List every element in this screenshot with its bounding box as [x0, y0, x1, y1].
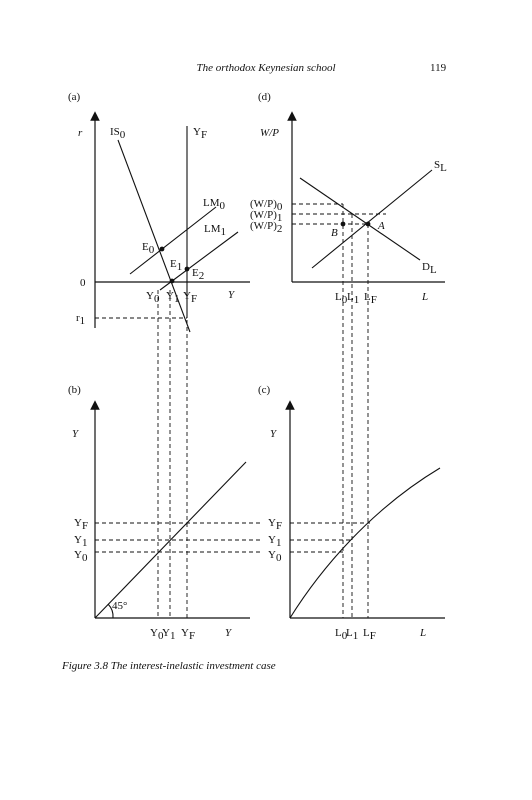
- panel-b-x-tick-y0: Y0: [150, 627, 164, 642]
- panel-b-y-tick-y1: Y1: [74, 534, 87, 549]
- panel-a-yf-label: YF: [193, 126, 207, 141]
- running-header-title: The orthodox Keynesian school: [196, 62, 336, 74]
- panel-c-x-axis-label: L: [419, 627, 426, 639]
- panel-a-point-e2: [184, 266, 190, 272]
- panel-a-x-tick-y1: Y1: [166, 290, 179, 305]
- panel-d-y-tick-wp0: (W/P)0: [250, 198, 283, 213]
- panel-a-lm0-label: LM0: [203, 197, 226, 212]
- panel-a-zero-label: 0: [80, 277, 86, 289]
- panel-d-a-label: A: [377, 220, 385, 232]
- panel-d-y-tick-wp1: (W/P)1: [250, 209, 282, 224]
- panel-d-y-tick-wp2: (W/P)2: [250, 220, 282, 235]
- panel-a-r1-label: r1: [76, 312, 85, 327]
- panel-b-angle-label: 45°: [112, 600, 127, 612]
- panel-d-x-tick-lf: LF: [364, 291, 377, 306]
- panel-d-label: (d): [258, 91, 271, 103]
- panel-a-x-tick-yf: YF: [183, 290, 197, 305]
- panel-d-supply-curve: [311, 169, 433, 269]
- panel-a-is0-label: IS0: [110, 126, 126, 141]
- panel-a-x-tick-y0: Y0: [146, 290, 160, 305]
- panel-a-lm0-curve: [129, 206, 217, 275]
- panel-c-label: (c): [258, 384, 271, 396]
- panel-c-y-tick-yf: YF: [268, 517, 282, 532]
- panel-b-y-axis-label: Y: [72, 428, 80, 440]
- panel-b-x-tick-yf: YF: [181, 627, 195, 642]
- panel-b-angle-arc: [107, 603, 114, 619]
- panel-c-y-tick-y1: Y1: [268, 534, 281, 549]
- figure-caption: Figure 3.8 The interest-inelastic invest…: [62, 660, 276, 672]
- panel-b: (b) Y Y 45° YF Y1 Y0 Y0 Y1 YF: [68, 384, 262, 642]
- panel-b-45-degree-line: [94, 461, 247, 619]
- page-number: 119: [430, 62, 447, 74]
- panel-a-x-axis-label: Y: [228, 289, 236, 301]
- panel-d-demand-curve: [299, 177, 421, 261]
- panel-a-e2-label: E2: [192, 267, 204, 282]
- panel-c: (c) Y L YF Y1 Y0 L0 L1 LF: [258, 384, 445, 642]
- panel-d-point-b: [340, 221, 346, 227]
- panel-b-x-tick-y1: Y1: [162, 627, 175, 642]
- panel-c-x-tick-l1: L1: [346, 627, 358, 642]
- panel-d-y-axis-label: W/P: [260, 127, 279, 139]
- panel-a-is0-curve: [117, 139, 191, 333]
- panel-d-dl-label: DL: [422, 261, 437, 276]
- panel-d-x-axis-label: L: [421, 291, 428, 303]
- panel-a: (a) r 0 Y r1 IS0 YF LM0 LM1 E0 E1 E2 Y0 …: [68, 91, 250, 333]
- panel-b-x-axis-label: Y: [225, 627, 233, 639]
- panel-c-y-axis-label: Y: [270, 428, 278, 440]
- panel-d-b-label: B: [331, 227, 338, 239]
- panel-a-lm1-label: LM1: [204, 223, 226, 238]
- panel-b-label: (b): [68, 384, 81, 396]
- panel-d-sl-label: SL: [434, 159, 447, 174]
- panel-c-x-tick-lf: LF: [363, 627, 376, 642]
- panel-c-y-tick-y0: Y0: [268, 549, 282, 564]
- panel-d-x-tick-l1: L1: [347, 291, 359, 306]
- panel-d: (d) W/P L SL DL B A (W/P)0 (W/P)1 (W/P)2…: [250, 91, 447, 306]
- panel-c-production-function: [289, 467, 441, 619]
- panel-a-e1-label: E1: [170, 258, 182, 273]
- panel-a-label: (a): [68, 91, 81, 103]
- panel-a-y-axis-label: r: [78, 127, 83, 139]
- panel-c-x-tick-l0: L0: [335, 627, 348, 642]
- panel-b-y-tick-y0: Y0: [74, 549, 88, 564]
- panel-d-x-tick-l0: L0: [335, 291, 348, 306]
- panel-a-point-e0: [159, 246, 165, 252]
- panel-b-y-tick-yf: YF: [74, 517, 88, 532]
- panel-a-point-e1: [169, 278, 175, 284]
- panel-a-e0-label: E0: [142, 241, 155, 256]
